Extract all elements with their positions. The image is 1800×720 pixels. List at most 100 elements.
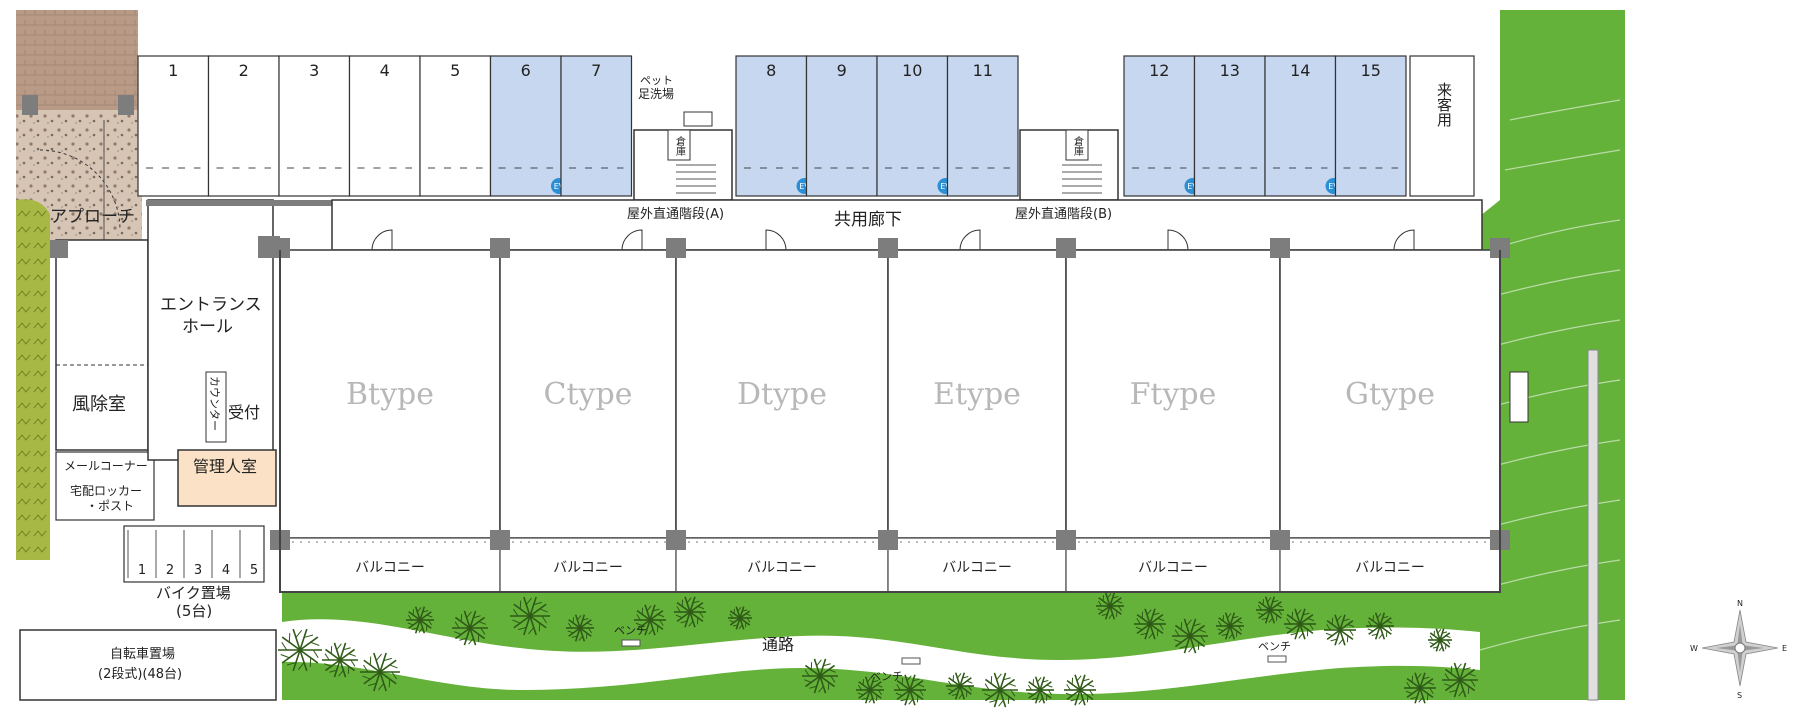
ev-charger-badge: EV	[940, 182, 951, 191]
parking-space	[560, 55, 633, 197]
west-hedge	[16, 199, 50, 561]
parking-space-number: 5	[450, 61, 460, 80]
storage-a-label: 倉庫	[674, 135, 686, 157]
bench-label: ベンチ	[870, 670, 903, 683]
balcony	[675, 537, 889, 593]
parking-space-number: 13	[1220, 61, 1240, 80]
compass-w: W	[1690, 644, 1698, 653]
pet-wash	[683, 111, 713, 127]
balcony-label: バルコニー	[355, 560, 425, 576]
balcony-label: バルコニー	[1355, 560, 1425, 576]
pet-wash-label: ペット	[640, 74, 673, 87]
parking-space	[489, 55, 562, 197]
mail-label: メールコーナー	[64, 459, 148, 473]
windbreak-room	[55, 239, 149, 451]
parking-space	[735, 55, 808, 197]
ev-charger-badge: EV	[1187, 182, 1198, 191]
parking-space-number: 15	[1361, 61, 1381, 80]
entrance-hall-label-2: ホール	[182, 317, 233, 337]
ev-charger-badge: EV	[799, 182, 810, 191]
parking-space-number: 2	[239, 61, 249, 80]
apartment-unit	[675, 249, 889, 539]
bench	[901, 657, 921, 665]
compass-rose: N S E W	[1690, 599, 1787, 700]
ev-charger-badge: EV	[1328, 182, 1339, 191]
balcony	[887, 537, 1067, 593]
bike-slot-number: 2	[166, 563, 174, 578]
parking-space-number: 4	[380, 61, 390, 80]
parking-space	[207, 55, 280, 197]
parking-space	[1264, 55, 1337, 197]
garden-trees	[278, 592, 1478, 708]
bike-slot-number: 4	[222, 563, 230, 578]
bench-label: ベンチ	[1258, 640, 1291, 653]
garden-path	[282, 619, 1480, 695]
unit-type-label: Gtype	[1345, 377, 1435, 412]
east-retaining-wall	[1587, 349, 1599, 701]
parking-space	[278, 55, 351, 197]
parking-space-number: 12	[1149, 61, 1169, 80]
parking-space	[1123, 55, 1196, 197]
bicycle-parking	[19, 629, 277, 701]
counter	[205, 371, 227, 443]
locker-label: 宅配ロッカー	[70, 483, 142, 498]
unit-type-label: Dtype	[737, 377, 827, 412]
parking-space-number: 3	[309, 61, 319, 80]
unit-type-label: Ftype	[1130, 377, 1217, 412]
parking-space-number: 8	[766, 61, 776, 80]
path-label: 通路	[762, 635, 794, 654]
common-corridor	[331, 199, 1483, 251]
visitor-parking-label: 来客用	[1435, 82, 1453, 128]
manager-room-label: 管理人室	[193, 457, 257, 476]
parking-space	[946, 55, 1019, 197]
parking-space-number: 14	[1290, 61, 1310, 80]
counter-label: カウンター	[208, 376, 221, 431]
door-swings	[371, 229, 1415, 251]
compass-n: N	[1737, 599, 1743, 608]
storage-b	[1065, 129, 1089, 161]
apartment-unit	[887, 249, 1067, 539]
bike-slot-number: 5	[250, 563, 258, 578]
manager-room[interactable]	[177, 449, 277, 507]
stairs-a-label: 屋外直通階段(A)	[627, 207, 724, 222]
apartment-unit	[1279, 249, 1501, 539]
balcony	[279, 537, 501, 593]
storage-a	[667, 129, 691, 161]
visitor-parking	[1409, 55, 1475, 197]
units-row: BtypeバルコニーCtypeバルコニーDtypeバルコニーEtypeバルコニー…	[270, 238, 1510, 593]
balcony-label: バルコニー	[747, 560, 817, 576]
unit-type-label: Ctype	[544, 377, 633, 412]
ev-charger-badge: EV	[554, 182, 565, 191]
locker-label-2: ・ポスト	[86, 499, 134, 513]
pillar	[118, 95, 134, 115]
building-outline	[279, 250, 1501, 593]
parking-space	[876, 55, 949, 197]
corridor-label: 共用廊下	[834, 210, 902, 230]
pet-wash-label-2: 足洗場	[638, 87, 674, 101]
bench	[1267, 655, 1287, 663]
parking-space	[348, 55, 421, 197]
parking-space-number: 1	[168, 61, 178, 80]
parking-space	[419, 55, 492, 197]
balcony-label: バルコニー	[942, 560, 1012, 576]
approach-label: アプローチ	[50, 207, 135, 227]
windbreak-label: 風除室	[72, 394, 126, 415]
parking-space-number: 11	[973, 61, 993, 80]
unit-type-label: Etype	[933, 377, 1021, 412]
parking-space	[1193, 55, 1266, 197]
balcony-label: バルコニー	[553, 560, 623, 576]
parking-space	[1334, 55, 1407, 197]
bench	[621, 639, 641, 647]
storage-b-label: 倉庫	[1072, 135, 1084, 157]
bike-slot-number: 3	[194, 563, 202, 578]
bike-parking-count: (5台)	[176, 602, 212, 620]
parking-space-number: 6	[521, 61, 531, 80]
apartment-unit	[1065, 249, 1281, 539]
lawn-hatching	[1479, 99, 1621, 651]
balcony-label: バルコニー	[1138, 560, 1208, 576]
reception-label: 受付	[228, 403, 260, 422]
mail-corner	[55, 451, 155, 521]
